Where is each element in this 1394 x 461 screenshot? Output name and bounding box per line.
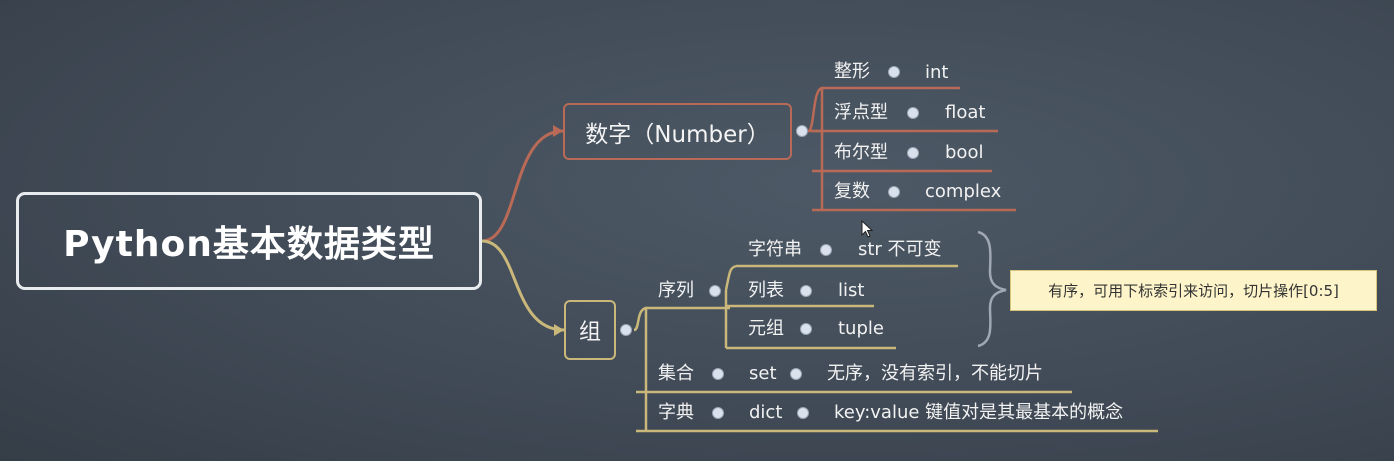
set-dot: [712, 368, 724, 380]
number-item-name: 布尔型: [834, 142, 888, 163]
dict-value-dot: [797, 407, 809, 419]
group-title: 组: [578, 320, 601, 345]
group-branch-trunk: [633, 306, 648, 430]
number-title: 数字（Number）: [585, 121, 770, 148]
sequence-dot: [709, 285, 721, 297]
sequence-item-dot: [820, 244, 832, 256]
sequence-item-value: tuple: [838, 318, 884, 339]
sequence-item-name: 列表: [748, 280, 784, 301]
root-node: Python基本数据类型: [16, 192, 482, 290]
sequence-brace: [977, 230, 1007, 348]
dict-dot: [712, 407, 724, 419]
number-item-dot: [888, 66, 900, 78]
sequence-item-value: str 不可变: [858, 239, 942, 260]
number-node: 数字（Number）: [563, 103, 792, 160]
sequence-item-dot: [800, 323, 812, 335]
sequence-item-value: list: [838, 280, 865, 301]
group-node: 组: [564, 300, 616, 360]
dict-description: key:value 键值对是其最基本的概念: [834, 402, 1124, 423]
set-value-dot: [790, 368, 802, 380]
number-item-dot: [888, 186, 900, 198]
arrow-group: [554, 324, 564, 336]
connector-root-group: [481, 239, 565, 332]
number-item-name: 浮点型: [834, 102, 888, 123]
number-node-dot: [796, 125, 808, 137]
number-item-dot: [907, 147, 919, 159]
set-description: 无序，没有索引，不能切片: [827, 363, 1043, 384]
dict-label: 字典: [658, 402, 694, 423]
sequence-label: 序列: [658, 280, 694, 301]
dict-value: dict: [749, 402, 783, 423]
sequence-item-name: 字符串: [748, 239, 802, 260]
arrow-number: [553, 125, 563, 137]
mouse-cursor-icon: [861, 220, 874, 238]
number-item-value: float: [945, 102, 986, 123]
number-branch-trunk: [806, 86, 824, 210]
number-item-name: 复数: [834, 181, 870, 202]
number-item-value: complex: [925, 181, 1002, 202]
connector-root-number: [481, 129, 564, 243]
sequence-item-name: 元组: [748, 318, 784, 339]
number-item-name: 整形: [834, 61, 870, 82]
root-title: Python基本数据类型: [63, 224, 435, 265]
sequence-item-dot: [800, 285, 812, 297]
group-node-dot: [620, 324, 632, 336]
number-item-dot: [907, 107, 919, 119]
number-item-value: bool: [945, 142, 984, 163]
set-value: set: [749, 363, 777, 384]
set-label: 集合: [658, 363, 694, 384]
number-item-value: int: [925, 62, 949, 83]
sequence-note: 有序，可用下标索引来访问，切片操作[0:5]: [1010, 270, 1377, 311]
